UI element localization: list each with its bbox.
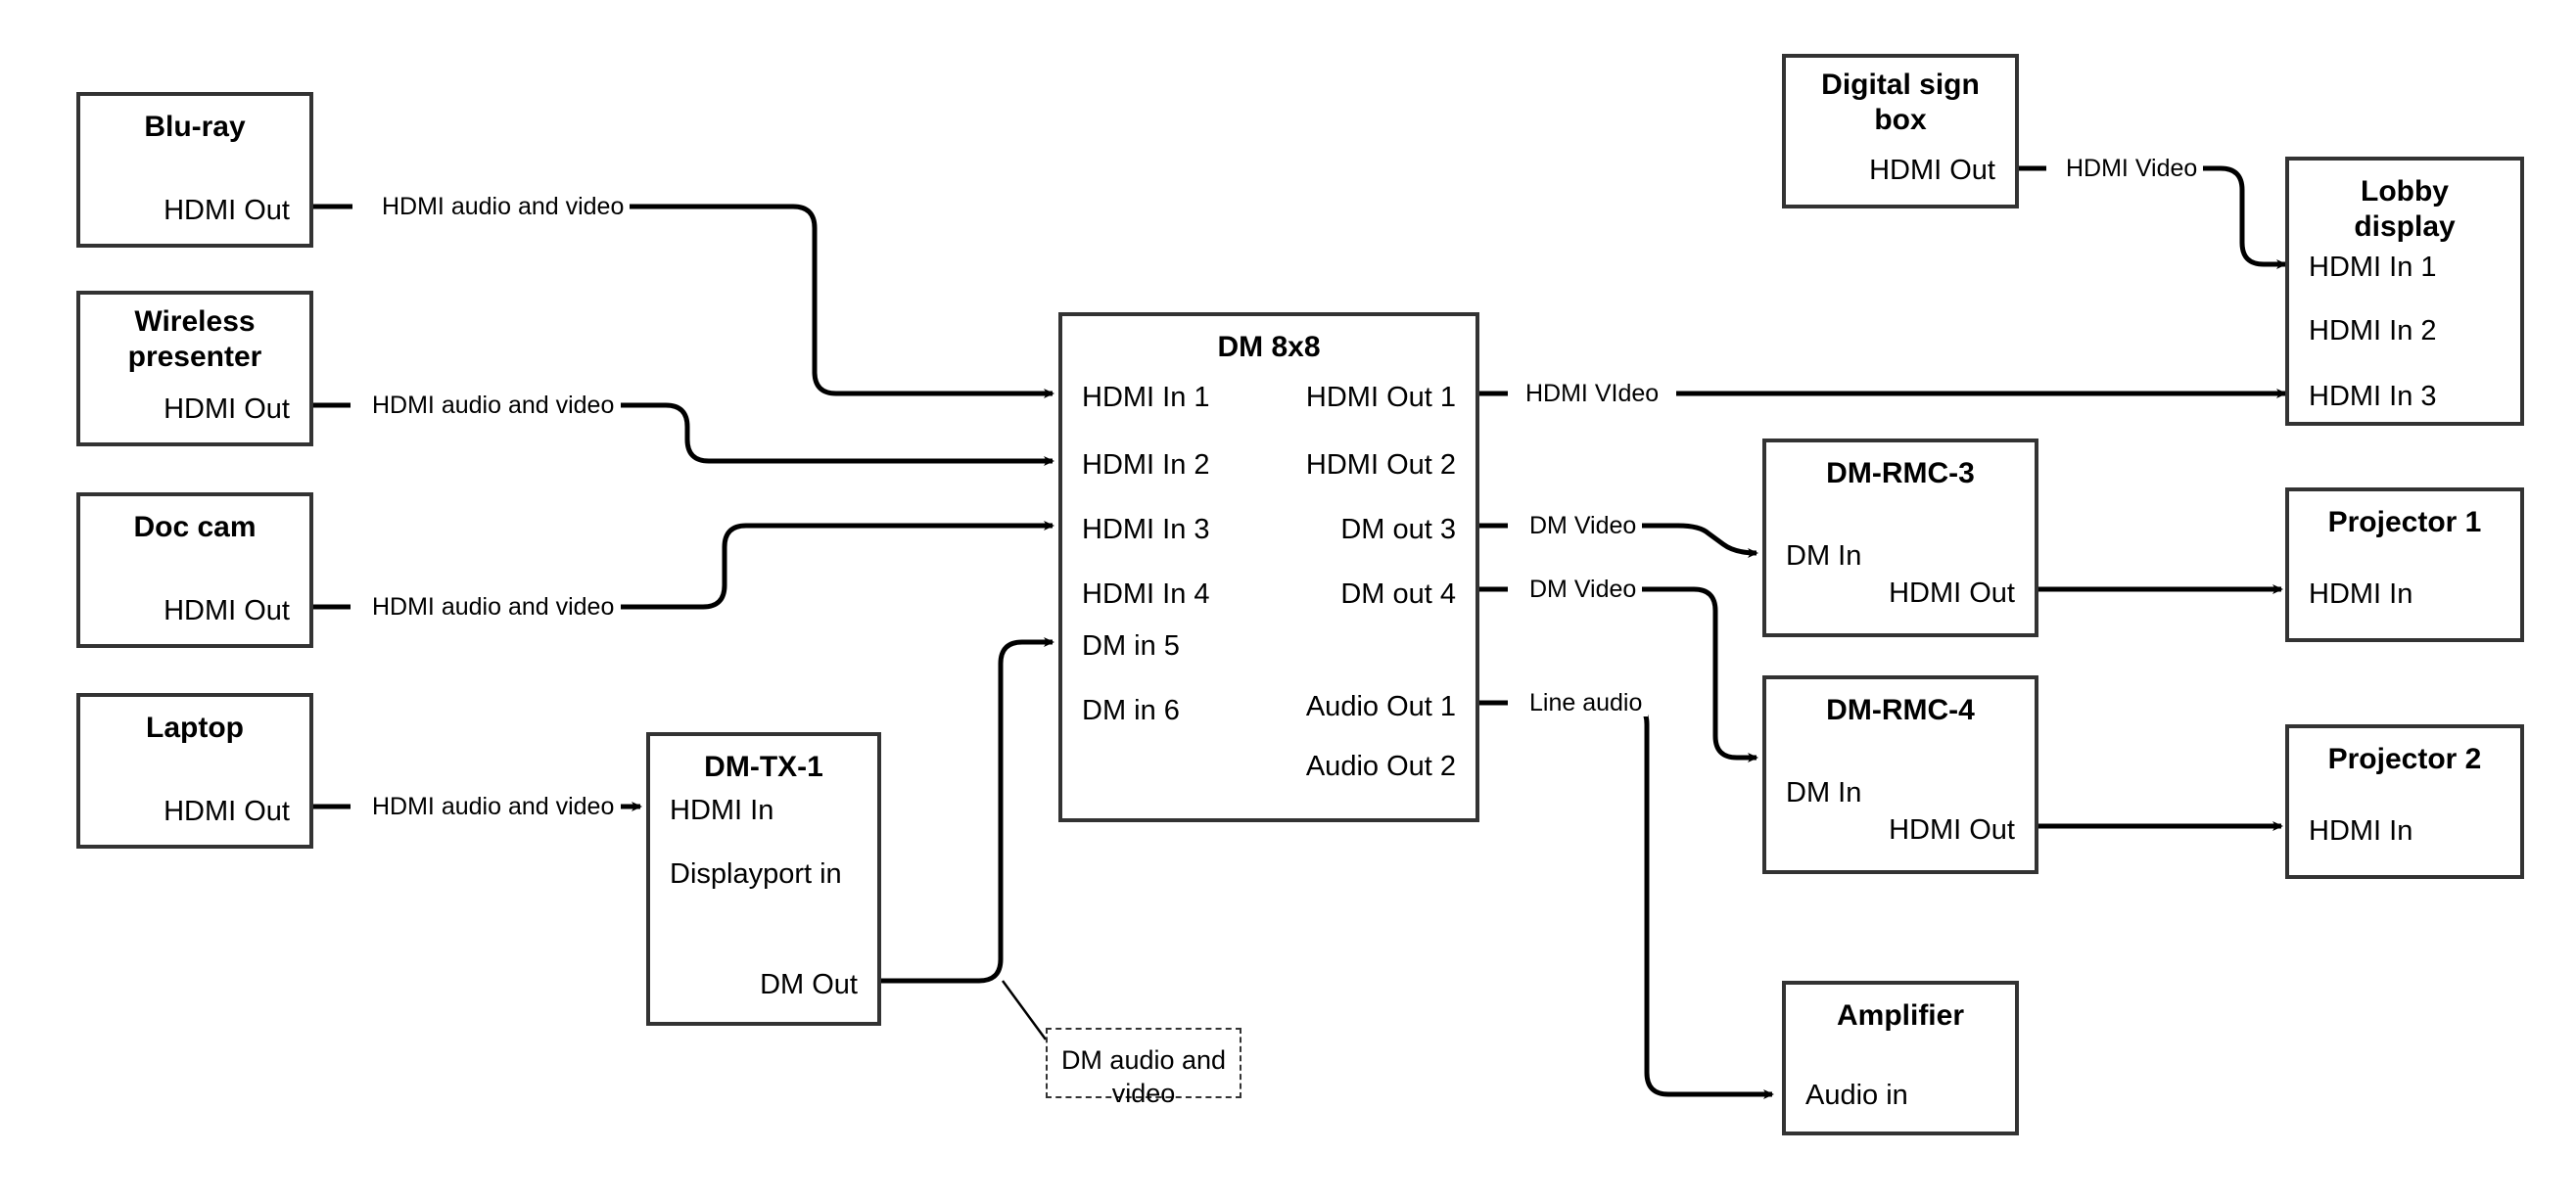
node-dm-rmc-3-port-hdmi-out[interactable]: HDMI Out	[1889, 577, 2015, 609]
node-projector-2[interactable]: Projector 2 HDMI In	[2285, 724, 2524, 879]
node-projector-2-port-hdmi-in[interactable]: HDMI In	[2309, 815, 2413, 847]
node-projector-1-title: Projector 1	[2327, 506, 2482, 538]
node-amplifier-title: Amplifier	[1836, 999, 1965, 1032]
node-doc-cam-port-hdmi-out[interactable]: HDMI Out	[164, 595, 290, 626]
node-dm-tx-1-port-hdmi-in[interactable]: HDMI In	[670, 795, 774, 826]
node-dm-rmc-4[interactable]: DM-RMC-4 DM In HDMI Out	[1762, 675, 2038, 874]
node-digital-sign-box-title: Digital sign box	[1821, 69, 1980, 136]
node-projector-1[interactable]: Projector 1 HDMI In	[2285, 487, 2524, 642]
node-dm-8x8-port-dm-in-6[interactable]: DM in 6	[1082, 695, 1180, 726]
node-doc-cam[interactable]: Doc cam HDMI Out	[76, 492, 313, 648]
wire-label-dm8x8-out3-to-rmc3: DM Video	[1523, 512, 1643, 539]
wire-dmtx1-to-dm8x8	[881, 637, 1054, 984]
wire-wireless-to-dm8x8-b	[621, 402, 1054, 466]
node-projector-1-port-hdmi-in[interactable]: HDMI In	[2309, 578, 2413, 610]
wire-digitalsign-to-lobby-b	[2198, 165, 2287, 269]
node-amplifier[interactable]: Amplifier Audio in	[1782, 981, 2019, 1135]
wire-label-digitalsign-to-lobby: HDMI Video	[2060, 155, 2204, 182]
node-dm-8x8-port-audio-out-2[interactable]: Audio Out 2	[1305, 751, 1456, 782]
node-dm-8x8-port-dm-out-4[interactable]: DM out 4	[1340, 578, 1456, 610]
node-bluray[interactable]: Blu-ray HDMI Out	[76, 92, 313, 248]
node-dm-rmc-4-port-hdmi-out[interactable]: HDMI Out	[1889, 814, 2015, 846]
wire-label-dm8x8-audio1-to-amp: Line audio	[1523, 689, 1649, 716]
node-bluray-title: Blu-ray	[144, 111, 246, 143]
node-dm-8x8-port-hdmi-in-2[interactable]: HDMI In 2	[1082, 449, 1210, 481]
leader-line-dm-note	[1001, 980, 1048, 1040]
node-dm-rmc-4-title: DM-RMC-4	[1826, 694, 1975, 726]
node-lobby-display[interactable]: Lobby display HDMI In 1 HDMI In 2 HDMI I…	[2285, 157, 2524, 426]
node-lobby-display-port-hdmi-in-1[interactable]: HDMI In 1	[2309, 252, 2437, 283]
note-dm-audio-and-video-text: DM audio and video	[1060, 1045, 1227, 1108]
node-dm-rmc-4-port-dm-in[interactable]: DM In	[1786, 777, 1862, 808]
node-dm-tx-1-port-displayport-in[interactable]: Displayport in	[670, 858, 842, 890]
node-wireless-presenter[interactable]: Wireless presenter HDMI Out	[76, 291, 313, 446]
node-dm-rmc-3[interactable]: DM-RMC-3 DM In HDMI Out	[1762, 439, 2038, 637]
wire-label-dm8x8-out4-to-rmc4: DM Video	[1523, 576, 1643, 603]
node-lobby-display-port-hdmi-in-2[interactable]: HDMI In 2	[2309, 315, 2437, 346]
node-dm-8x8-port-hdmi-out-1[interactable]: HDMI Out 1	[1305, 382, 1456, 413]
node-lobby-display-port-hdmi-in-3[interactable]: HDMI In 3	[2309, 381, 2437, 412]
node-dm-tx-1-port-dm-out[interactable]: DM Out	[760, 969, 858, 1000]
node-doc-cam-title: Doc cam	[133, 511, 257, 543]
node-dm-8x8-title: DM 8x8	[1217, 331, 1321, 363]
node-digital-sign-box-port-hdmi-out[interactable]: HDMI Out	[1869, 155, 1995, 186]
wire-dm8x8audio1-to-amp-b	[1622, 700, 1774, 1099]
node-dm-rmc-3-port-dm-in[interactable]: DM In	[1786, 540, 1862, 572]
node-dm-8x8-port-hdmi-in-3[interactable]: HDMI In 3	[1082, 514, 1210, 545]
node-dm-tx-1[interactable]: DM-TX-1 HDMI In Displayport in DM Out	[646, 732, 881, 1026]
wire-label-wireless-to-dm8x8: HDMI audio and video	[366, 392, 621, 419]
node-wireless-presenter-port-hdmi-out[interactable]: HDMI Out	[164, 393, 290, 425]
node-dm-8x8-port-dm-in-5[interactable]: DM in 5	[1082, 630, 1180, 662]
node-dm-8x8-port-hdmi-in-4[interactable]: HDMI In 4	[1082, 578, 1210, 610]
node-dm-8x8-port-audio-out-1[interactable]: Audio Out 1	[1305, 691, 1456, 722]
node-lobby-display-title: Lobby display	[2354, 175, 2456, 243]
node-dm-tx-1-title: DM-TX-1	[704, 751, 823, 783]
wire-dm8x8out4-to-rmc4-b	[1640, 586, 1758, 762]
node-dm-8x8-port-hdmi-in-1[interactable]: HDMI In 1	[1082, 382, 1210, 413]
wire-label-laptop-to-dmtx1: HDMI audio and video	[366, 793, 621, 820]
node-bluray-port-hdmi-out[interactable]: HDMI Out	[164, 195, 290, 226]
wire-bluray-to-dm8x8-b	[623, 204, 1054, 398]
node-dm-8x8-port-hdmi-out-2[interactable]: HDMI Out 2	[1305, 449, 1456, 481]
node-laptop-port-hdmi-out[interactable]: HDMI Out	[164, 796, 290, 827]
node-dm-8x8-port-dm-out-3[interactable]: DM out 3	[1340, 514, 1456, 545]
node-dm-rmc-3-title: DM-RMC-3	[1826, 457, 1975, 489]
note-dm-audio-and-video: DM audio and video	[1046, 1028, 1241, 1108]
node-laptop[interactable]: Laptop HDMI Out	[76, 693, 313, 849]
wire-dm8x8out3-to-rmc3-b	[1640, 523, 1758, 558]
node-laptop-title: Laptop	[146, 712, 244, 744]
node-projector-2-title: Projector 2	[2327, 743, 2482, 775]
node-wireless-presenter-title: Wireless presenter	[127, 305, 262, 373]
wire-label-doccam-to-dm8x8: HDMI audio and video	[366, 593, 621, 621]
node-dm-8x8[interactable]: DM 8x8 HDMI In 1 HDMI In 2 HDMI In 3 HDM…	[1058, 312, 1479, 822]
wire-label-dm8x8-out1-to-lobby: HDMI VIdeo	[1520, 380, 1665, 407]
wire-label-bluray-to-dm8x8: HDMI audio and video	[376, 193, 631, 220]
node-amplifier-port-audio-in[interactable]: Audio in	[1805, 1080, 1908, 1111]
wire-doccam-to-dm8x8-b	[621, 521, 1054, 610]
node-digital-sign-box[interactable]: Digital sign box HDMI Out	[1782, 54, 2019, 208]
